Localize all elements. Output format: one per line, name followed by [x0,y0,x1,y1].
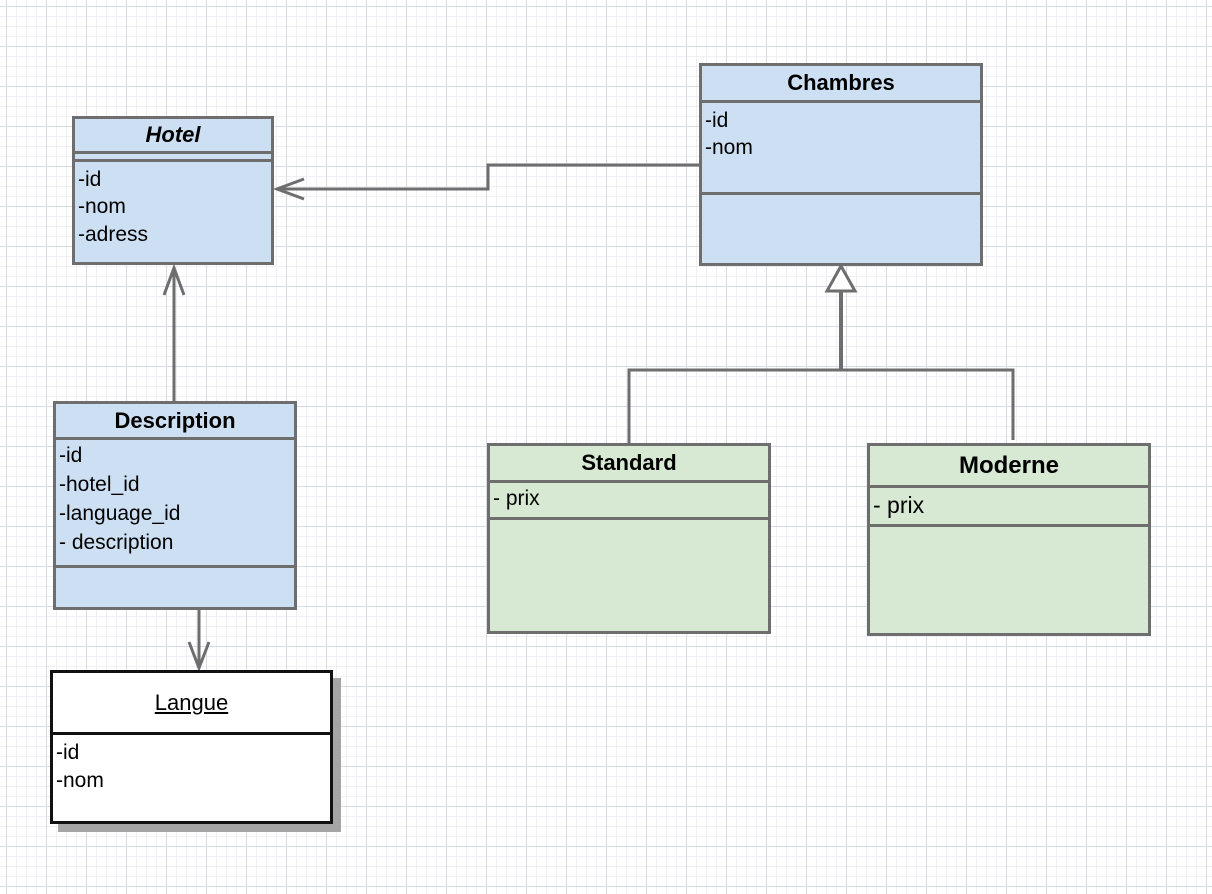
association-chambres-hotel [276,163,701,191]
attribute: - prix [873,492,925,518]
class-description-name: Description [56,404,294,440]
class-description[interactable]: Description -id -hotel_id -language_id -… [53,401,297,610]
class-hotel-divider [75,154,271,162]
attribute: -id [78,168,102,191]
class-langue-attributes: -id -nom [53,735,330,800]
class-langue-name: Langue [53,673,330,735]
class-langue[interactable]: Langue -id -nom [50,670,333,824]
arrowhead-langue-from-description [187,641,211,673]
class-hotel[interactable]: Hotel -id -nom -adress [72,116,274,265]
class-moderne[interactable]: Moderne - prix [867,443,1151,636]
class-standard[interactable]: Standard - prix [487,443,771,634]
class-standard-attributes: - prix [490,483,768,520]
attribute: -nom [56,769,104,793]
arrowhead-hotel-from-chambres [272,177,305,201]
attribute: -adress [78,222,149,246]
class-hotel-name: Hotel [75,119,271,154]
generalization-standard [627,368,841,444]
class-description-attributes: -id -hotel_id -language_id - description [56,440,294,568]
generalization-moderne [841,368,1015,440]
attribute: -nom [78,195,126,219]
class-hotel-attributes: -id -nom -adress [75,162,271,252]
attribute: -language_id [59,501,181,525]
generalization-triangle [824,262,858,293]
attribute: -id [56,741,80,764]
class-chambres-attributes: -id -nom [702,103,980,195]
attribute: -id [705,109,729,132]
class-moderne-attributes: - prix [870,488,1148,527]
class-standard-name: Standard [490,446,768,483]
attribute: -nom [705,136,753,160]
attribute: -id [59,444,83,467]
attribute: - prix [493,487,540,510]
attribute: - description [59,530,174,554]
class-chambres[interactable]: Chambres -id -nom [699,63,983,266]
attribute: -hotel_id [59,472,140,496]
arrowhead-hotel-from-description [162,263,186,296]
class-moderne-name: Moderne [870,446,1148,488]
class-chambres-name: Chambres [702,66,980,103]
